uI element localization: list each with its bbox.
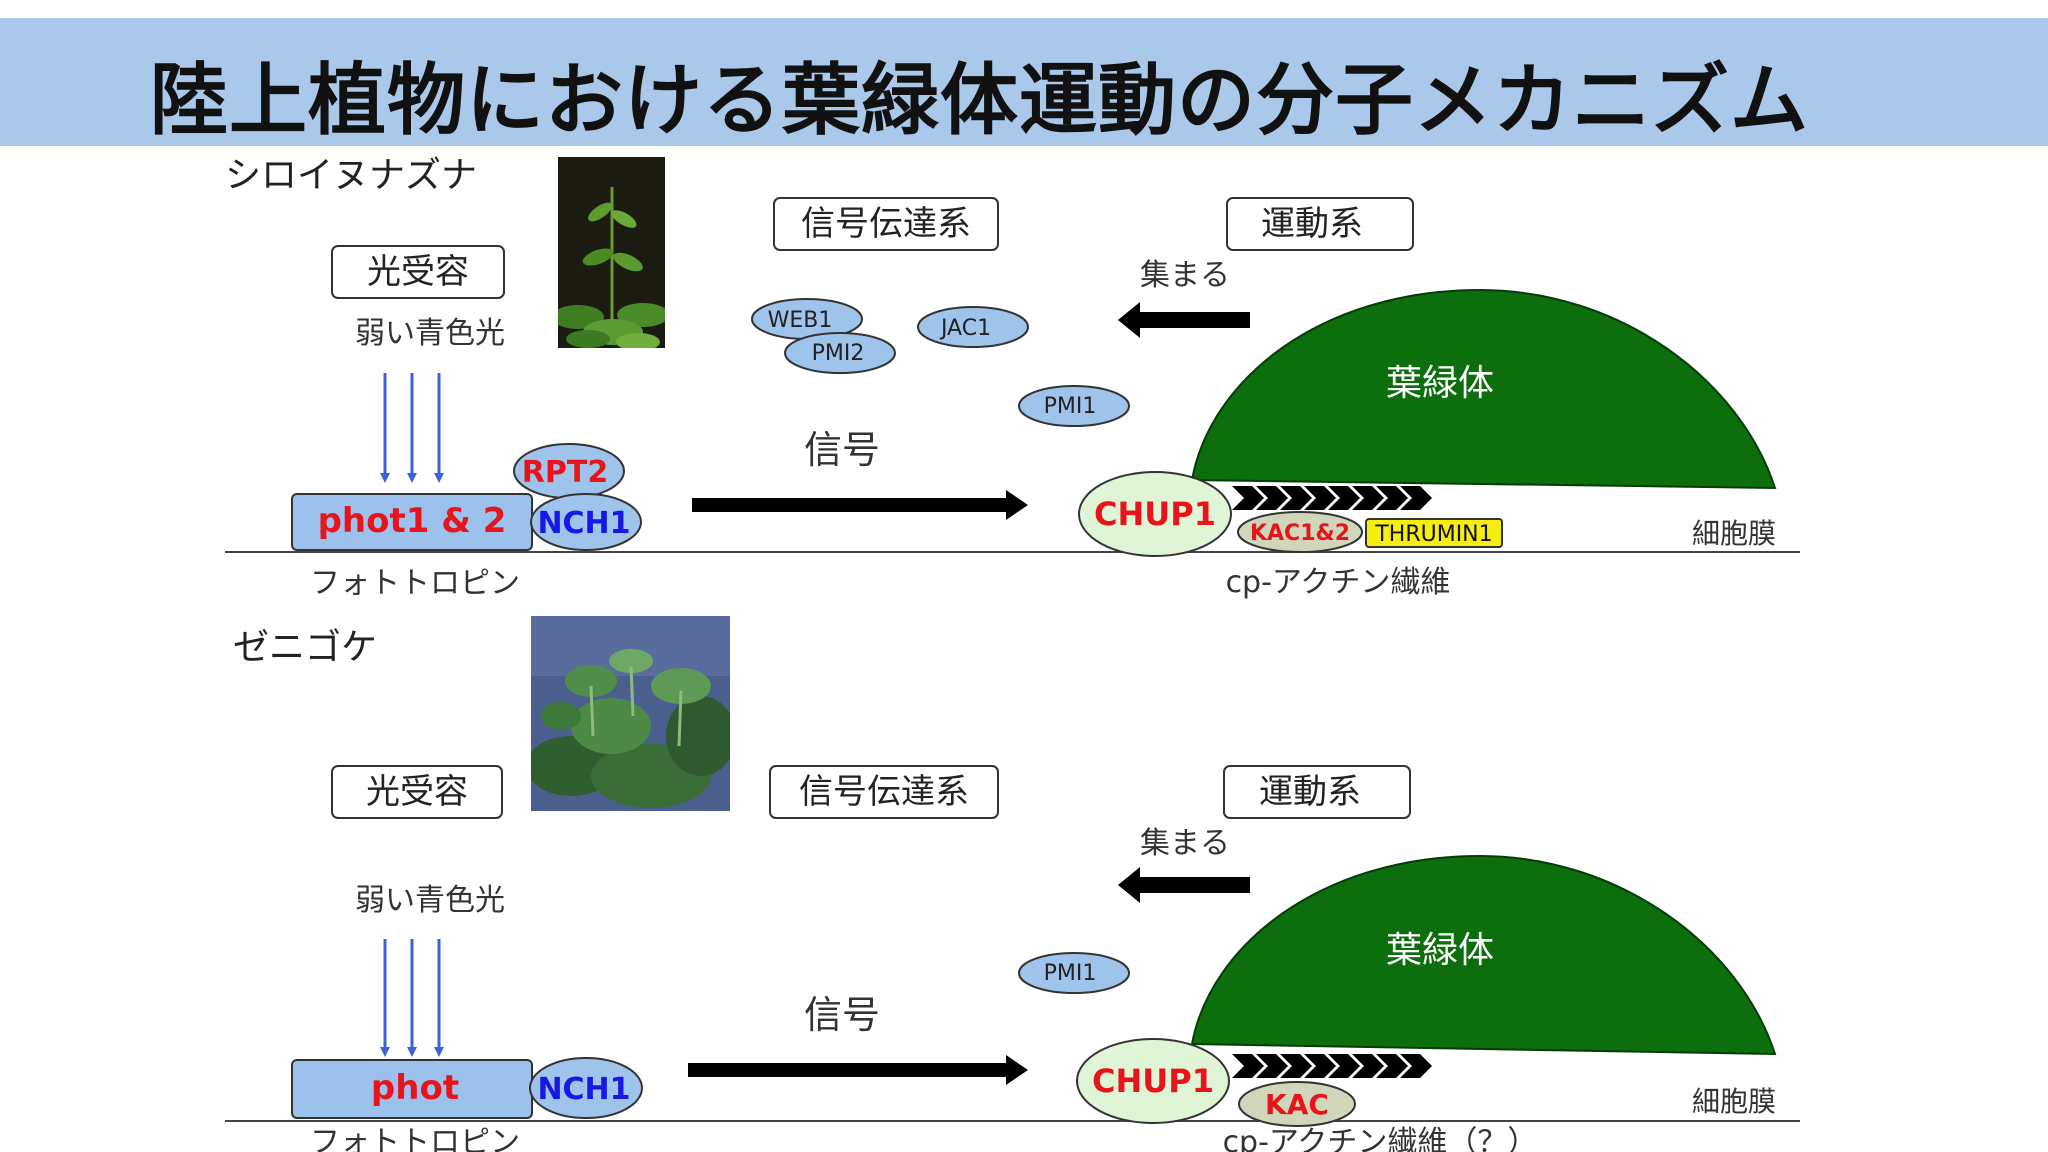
- photoreceptor-box: [331, 765, 503, 819]
- chup1-protein: [1076, 1038, 1230, 1124]
- signal-protein-label: WEB1: [768, 308, 833, 333]
- signal-protein-label: JAC1: [939, 316, 991, 341]
- panel-arabidopsis: シロイヌナズナ 光受容 弱い青色光 phot1 & 2 RPT2 NCH1 フォ…: [225, 155, 1800, 601]
- gather-arrow-icon: [1118, 302, 1250, 338]
- species-label: シロイヌナズナ: [225, 155, 477, 196]
- signal-protein-oval: [784, 332, 896, 374]
- light-label: 弱い青色光: [355, 883, 505, 918]
- actin-label: cp-アクチン繊維（？）: [1223, 1125, 1538, 1152]
- motility-box: [1223, 765, 1411, 819]
- signal-label: 信号: [804, 428, 880, 472]
- signaling-box: [773, 197, 999, 251]
- nch1-protein: [529, 1057, 643, 1119]
- photoreceptor-box-label: 光受容: [367, 252, 469, 292]
- photoreceptor-protein-label: phot: [371, 1068, 459, 1108]
- chloroplast-label: 葉緑体: [1386, 363, 1494, 404]
- actin-filament-icon: [1232, 486, 1432, 510]
- photoreceptor-box: [331, 245, 505, 299]
- liverwort-plant-photo: [531, 616, 730, 811]
- page-title: 陸上植物における葉緑体運動の分子メカニズム: [150, 56, 1810, 146]
- signal-label: 信号: [804, 993, 880, 1037]
- gather-label: 集まる: [1140, 826, 1230, 861]
- title-bar: 陸上植物における葉緑体運動の分子メカニズム: [0, 18, 2048, 146]
- signal-protein-label: PMI1: [1044, 394, 1097, 419]
- motility-box-label: 運動系: [1259, 772, 1361, 812]
- motility-box: [1226, 197, 1414, 251]
- signal-protein-label: PMI1: [1044, 961, 1097, 986]
- signal-arrow-icon: [688, 1055, 1028, 1085]
- gather-label: 集まる: [1140, 258, 1230, 293]
- chloroplast-label: 葉緑体: [1386, 930, 1494, 971]
- chloroplast-shape: [1190, 288, 1777, 490]
- signal-protein-oval: [917, 306, 1029, 348]
- actin-filament-icon: [1232, 1054, 1432, 1078]
- nch1-label: NCH1: [537, 1072, 630, 1107]
- photoreceptor-box-label: 光受容: [366, 772, 468, 812]
- actin-label: cp-アクチン繊維: [1226, 565, 1451, 600]
- membrane-label: 細胞膜: [1692, 517, 1776, 550]
- membrane-label: 細胞膜: [1692, 1085, 1776, 1118]
- signal-protein-label: PMI2: [812, 341, 865, 366]
- chloroplast-shape: [1190, 854, 1777, 1056]
- kac-label: KAC: [1265, 1088, 1329, 1121]
- rpt2-label: RPT2: [522, 455, 608, 490]
- signal-protein-oval: [1018, 952, 1130, 994]
- photoreceptor-caption: フォトトロピン: [310, 566, 520, 601]
- signaling-box-label: 信号伝達系: [799, 772, 969, 812]
- gather-arrow-icon: [1118, 867, 1250, 903]
- panel-marchantia: ゼニゴケ 光受容 弱い青色光 phot NCH1 フォトトロピン 信号伝達系 P…: [225, 627, 1800, 1152]
- chup1-protein: [1078, 471, 1232, 557]
- chup1-label: CHUP1: [1092, 1062, 1214, 1100]
- photoreceptor-caption: フォトトロピン: [310, 1125, 520, 1152]
- thrumin-protein: [1365, 518, 1503, 548]
- signaling-box: [769, 765, 999, 819]
- photoreceptor-protein-label: phot1 & 2: [318, 501, 507, 541]
- thrumin-label: THRUMIN1: [1374, 522, 1492, 547]
- kac-label: KAC1&2: [1250, 521, 1350, 546]
- nch1-protein: [530, 493, 642, 551]
- nch1-label: NCH1: [537, 506, 630, 541]
- light-label: 弱い青色光: [355, 316, 505, 351]
- kac-protein: [1238, 1081, 1356, 1127]
- signal-protein-oval: [1018, 385, 1130, 427]
- kac-protein: [1237, 511, 1363, 553]
- arabidopsis-plant-photo: [558, 157, 665, 348]
- motility-box-label: 運動系: [1261, 204, 1363, 244]
- signaling-box-label: 信号伝達系: [801, 204, 971, 244]
- signal-arrow-icon: [692, 490, 1028, 520]
- species-label: ゼニゴケ: [233, 627, 377, 668]
- chup1-label: CHUP1: [1094, 495, 1216, 533]
